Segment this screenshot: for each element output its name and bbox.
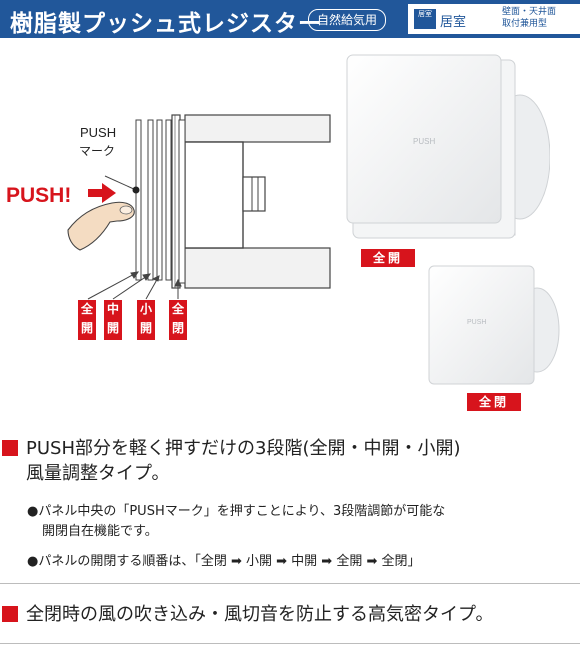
push-logo-2: PUSH xyxy=(467,319,486,326)
mount-type: 壁面・天井面 取付兼用型 xyxy=(502,6,556,30)
page-title: 樹脂製プッシュ式レジスター xyxy=(10,11,322,37)
feature-heading-line-1: PUSH部分を軽く押すだけの3段階(全開・中開・小開) xyxy=(26,438,461,459)
tag-closed: 全閉 xyxy=(467,393,521,411)
room-label: 居室 xyxy=(440,15,467,30)
feature-heading-2: 全閉時の風の吹き込み・風切音を防止する高気密タイプ。 xyxy=(26,604,494,625)
flange-frame xyxy=(171,114,186,289)
bullet-2: ●パネルの開閉する順番は、「全閉 ➡ 小開 ➡ 中開 ➡ 全開 ➡ 全閉」 xyxy=(27,554,421,569)
panel-positions xyxy=(135,119,172,281)
push-label: PUSH! xyxy=(6,184,71,207)
divider-1 xyxy=(0,583,580,584)
duct-body xyxy=(184,141,266,249)
pointing-hand-icon xyxy=(67,201,135,251)
red-square-marker xyxy=(2,440,18,456)
room-info: 居室 居室 壁面・天井面 取付兼用型 xyxy=(408,4,580,34)
mount-line-1: 壁面・天井面 xyxy=(502,7,557,17)
mount-line-2: 取付兼用型 xyxy=(502,19,548,29)
bullet-1-line-2: 開閉自在機能です。 xyxy=(42,524,158,539)
push-mark-line-2: マーク xyxy=(79,144,115,158)
bullet-1-line-1: ●パネル中央の「PUSHマーク」を押すことにより、3段階調節が可能な xyxy=(27,504,446,519)
natural-supply-badge: 自然給気用 xyxy=(308,9,387,31)
push-mark-leader xyxy=(104,175,140,194)
divider-2 xyxy=(0,643,580,644)
stage-arrows xyxy=(87,271,182,300)
tag-full-open: 全開 xyxy=(361,249,415,267)
push-arrow-icon xyxy=(88,183,116,203)
product-photo-open: PUSH xyxy=(346,54,550,239)
push-mark-line-1: PUSH xyxy=(80,125,116,140)
stage-tag-mid-open: 中開 xyxy=(104,300,122,340)
push-logo-1: PUSH xyxy=(413,137,435,146)
stage-tag-full-open: 全開 xyxy=(78,300,96,340)
red-square-marker xyxy=(2,606,18,622)
header-bar: 樹脂製プッシュ式レジスター 自然給気用 居室 居室 壁面・天井面 取付兼用型 xyxy=(0,0,580,38)
product-photo-closed: PUSH xyxy=(428,265,560,385)
wall-section xyxy=(184,114,331,289)
cross-section-diagram: PUSH マーク PUSH! xyxy=(6,114,331,300)
room-icon: 居室 xyxy=(414,9,436,29)
stage-tag-small-open: 小開 xyxy=(137,300,155,340)
feature-heading-line-2: 風量調整タイプ。 xyxy=(26,463,170,484)
stage-tag-closed: 全閉 xyxy=(169,300,187,340)
